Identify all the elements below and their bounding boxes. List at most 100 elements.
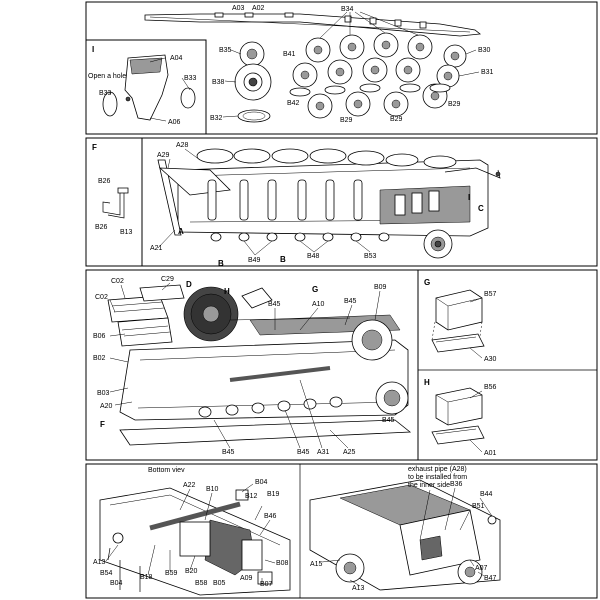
label-b02: B02 xyxy=(93,355,106,362)
storage-box-g xyxy=(431,289,485,353)
label-b45-2: B45 xyxy=(344,298,357,305)
label-b13: B13 xyxy=(120,229,133,236)
label-a15: A15 xyxy=(310,561,323,568)
label-detail-i: I xyxy=(92,45,94,54)
label-open-hole: Open a hole xyxy=(88,73,126,80)
upper-hull-plate xyxy=(144,12,482,37)
label-b58: B58 xyxy=(195,580,208,587)
label-g: G xyxy=(312,285,318,294)
label-b04-1: B04 xyxy=(255,479,268,486)
label-box-h: H xyxy=(424,378,430,387)
label-c: C xyxy=(478,204,484,213)
step1-leaders xyxy=(109,11,480,122)
label-b45-3: B45 xyxy=(222,449,235,456)
label-a28: A28 xyxy=(176,142,189,149)
label-a02: A02 xyxy=(252,5,265,12)
label-b19: B19 xyxy=(267,491,280,498)
label-h: H xyxy=(224,287,230,296)
label-b10: B10 xyxy=(206,486,219,493)
label-c02-1: C02 xyxy=(111,278,124,285)
detail-i-panel xyxy=(85,39,207,135)
engine-hatch-h xyxy=(241,287,273,309)
label-b06: B06 xyxy=(93,333,106,340)
label-b42: B42 xyxy=(287,100,300,107)
label-b20: B20 xyxy=(185,568,198,575)
drive-sprocket xyxy=(234,41,272,123)
label-b51: B51 xyxy=(472,503,485,510)
label-a29: A29 xyxy=(157,152,170,159)
label-b44: B44 xyxy=(480,491,493,498)
label-b41: B41 xyxy=(283,51,296,58)
step2-leaders xyxy=(157,148,371,256)
label-b30: B30 xyxy=(478,47,491,54)
label-b32: B32 xyxy=(210,115,223,122)
label-b09: B09 xyxy=(374,284,387,291)
storage-box-h xyxy=(431,387,485,445)
detail-i-idler xyxy=(102,54,196,121)
label-b45-5: B45 xyxy=(382,417,395,424)
engine-deck-grilles xyxy=(107,284,185,347)
step2-labels: F B26 B26 B13 A28 A29 A21 A B B B49 B48 … xyxy=(92,142,484,268)
label-box-g: G xyxy=(424,278,430,287)
cooling-fan xyxy=(183,286,239,342)
label-b04-2: B04 xyxy=(110,580,123,587)
label-a06: A06 xyxy=(168,119,181,126)
label-a22: A22 xyxy=(183,482,196,489)
label-b07: B07 xyxy=(260,581,273,588)
step4-right-leaders xyxy=(321,487,493,587)
step4-left-labels: Bottom viev A22 B10 B04 B12 B19 B46 A13 … xyxy=(93,467,289,588)
suspension-step3 xyxy=(198,396,343,418)
label-b49: B49 xyxy=(248,257,261,264)
bottom-view-hull xyxy=(99,487,291,596)
label-b31: B31 xyxy=(481,69,494,76)
label-b29-3: B29 xyxy=(448,101,461,108)
detail-f-bracket xyxy=(102,187,129,219)
step4-panel xyxy=(85,463,598,599)
label-b12: B12 xyxy=(245,493,258,500)
label-a13-1: A13 xyxy=(93,559,106,566)
label-b29-2: B29 xyxy=(390,116,403,123)
step4-right-labels: exhaust pipe (A28) to be installed from … xyxy=(310,466,497,592)
label-b38: B38 xyxy=(212,79,225,86)
step1-labels: A03 A02 B34 B35 B41 B30 B31 B38 B42 B29 … xyxy=(88,5,494,126)
label-b33-1: B33 xyxy=(184,75,197,82)
label-a13-2: A13 xyxy=(352,585,365,592)
label-b54: B54 xyxy=(100,570,113,577)
label-a04: A04 xyxy=(170,55,183,62)
step3-leaders xyxy=(109,282,483,453)
label-b45-4: B45 xyxy=(297,449,310,456)
label-b03: B03 xyxy=(97,390,110,397)
label-f: F xyxy=(100,420,105,429)
label-exhaust-note-2: to be installed from xyxy=(408,474,467,481)
label-d: D xyxy=(186,280,192,289)
rear-hull-view xyxy=(309,479,501,591)
label-b08: B08 xyxy=(276,560,289,567)
label-b18: B18 xyxy=(140,574,153,581)
label-a21: A21 xyxy=(150,245,163,252)
label-c02-2: C02 xyxy=(95,294,108,301)
label-b53: B53 xyxy=(364,253,377,260)
label-b48: B48 xyxy=(307,253,320,260)
label-a10: A10 xyxy=(312,301,325,308)
label-b33-2: B33 xyxy=(99,90,112,97)
label-b35: B35 xyxy=(219,47,232,54)
label-b29-1: B29 xyxy=(340,117,353,124)
label-a01: A01 xyxy=(484,450,497,457)
label-b59: B59 xyxy=(165,570,178,577)
label-b-2: B xyxy=(280,255,286,264)
label-detail-f: F xyxy=(92,143,97,152)
label-b56: B56 xyxy=(484,384,497,391)
label-i: I xyxy=(468,193,470,202)
step3-labels: C02 C29 C02 D H B45 A10 G B45 B09 B06 B0… xyxy=(93,276,497,457)
torsion-bars xyxy=(207,179,363,221)
label-a31: A31 xyxy=(317,449,330,456)
label-exhaust-note-1: exhaust pipe (A28) xyxy=(408,466,467,473)
label-c29: C29 xyxy=(161,276,174,283)
label-exhaust-note-3: the inner side xyxy=(408,482,450,489)
label-b34: B34 xyxy=(341,6,354,13)
label-b26-1: B26 xyxy=(98,178,111,185)
detail-f-panel xyxy=(85,137,143,267)
label-a30: A30 xyxy=(484,356,497,363)
label-b46: B46 xyxy=(264,513,277,520)
